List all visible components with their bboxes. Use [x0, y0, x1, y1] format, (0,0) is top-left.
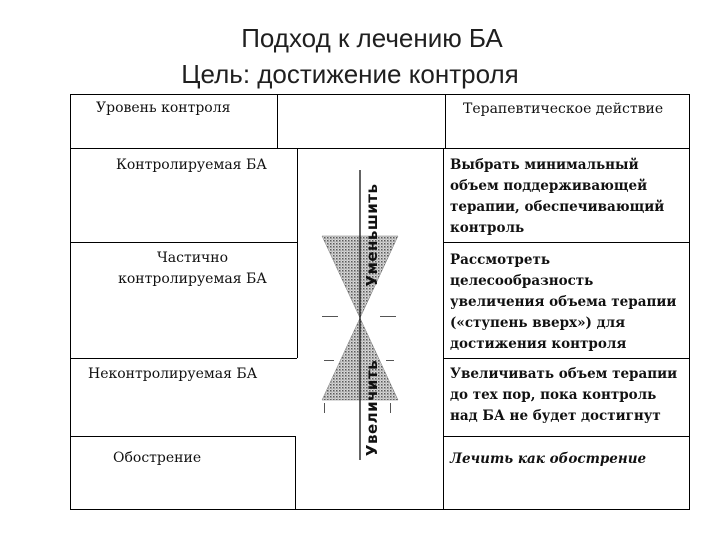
stub-right-mid: [380, 316, 396, 317]
header-divider-left: [277, 94, 278, 148]
row1-level: Контролируемая БА: [116, 157, 267, 173]
row1-action: Выбрать минимальный объем поддерживающей…: [450, 157, 665, 236]
header-action: Терапевтическое действие: [463, 101, 664, 117]
increase-label: Увеличить: [363, 359, 381, 457]
row2-level: Частично контролируемая БА: [118, 250, 267, 287]
tick-right-bottom: [390, 403, 391, 413]
header-divider-right: [445, 94, 446, 148]
level-column-divider-bottom: [295, 436, 296, 510]
row2-bottom-left: [70, 358, 297, 359]
decrease-label: Уменьшить: [363, 183, 381, 287]
slide-title-line-1: Подход к лечению БА: [241, 23, 503, 53]
header-bottom-line: [70, 148, 690, 149]
stub-left-lower: [324, 360, 334, 361]
row2-action: Рассмотреть целесообразность увеличения …: [450, 252, 677, 352]
row3-bottom-left: [70, 436, 295, 437]
stub-right-lower: [386, 360, 394, 361]
header-level: Уровень контроля: [96, 100, 231, 116]
level-column-divider: [297, 148, 298, 358]
row1-bottom-left: [70, 242, 297, 243]
slide-title-line-2: Цель: достижение контроля: [181, 59, 519, 89]
row4-level: Обострение: [113, 450, 202, 466]
stub-left-mid: [322, 316, 338, 317]
tick-left-bottom: [324, 403, 325, 413]
row3-level: Неконтролируемая БА: [88, 366, 258, 382]
row3-bottom-right: [443, 436, 690, 437]
row1-bottom-right: [443, 242, 690, 243]
action-column-divider: [443, 148, 444, 510]
row2-bottom-right: [443, 358, 690, 359]
table-border: [70, 94, 690, 510]
row3-action: Увеличивать объем терапии до тех пор, по…: [450, 366, 678, 424]
row4-action: Лечить как обострение: [450, 451, 647, 467]
